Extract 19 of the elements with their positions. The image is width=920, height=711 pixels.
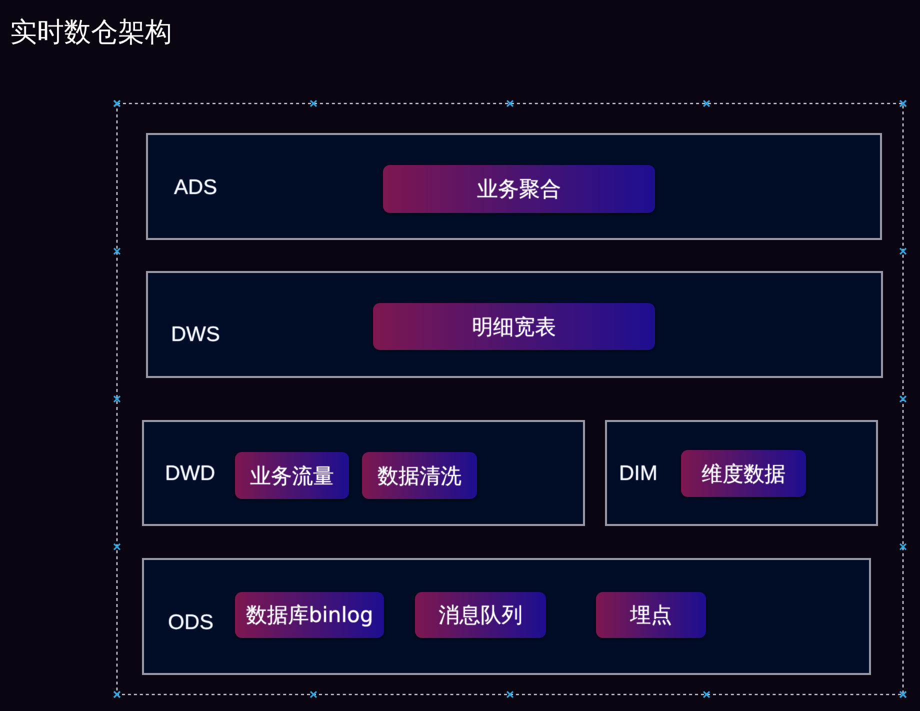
- layer-panel: [146, 133, 882, 240]
- layer-label: DWS: [171, 322, 220, 348]
- layer-label: ADS: [174, 175, 218, 201]
- module-block: 明细宽表: [373, 303, 655, 350]
- layer-label: DWD: [165, 461, 216, 487]
- layer-panel: [142, 420, 585, 526]
- layer-panel: [142, 558, 871, 675]
- module-block: 消息队列: [415, 592, 546, 638]
- diagram-title: 实时数仓架构: [10, 16, 172, 49]
- module-block: 埋点: [596, 592, 706, 638]
- layer-label: ODS: [168, 610, 214, 636]
- layer-label: DIM: [619, 461, 658, 487]
- module-block: 业务聚合: [383, 165, 655, 213]
- layer-panel: [146, 271, 883, 378]
- layer-panel: [605, 420, 878, 526]
- module-block: 数据清洗: [362, 452, 477, 499]
- module-block: 业务流量: [235, 452, 349, 499]
- module-block: 维度数据: [681, 450, 806, 497]
- module-block: 数据库binlog: [235, 592, 384, 638]
